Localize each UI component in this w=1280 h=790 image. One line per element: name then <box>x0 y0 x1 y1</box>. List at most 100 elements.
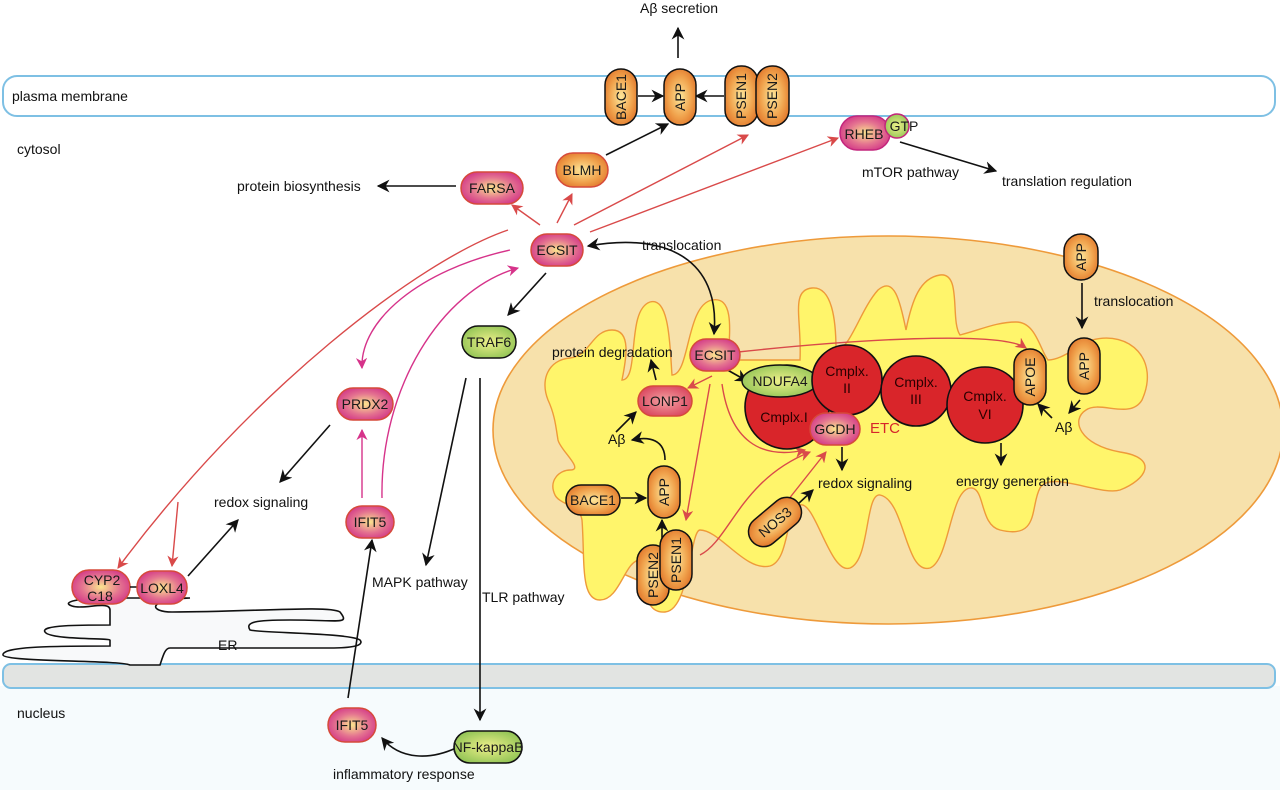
arrow-nos3-gcdh <box>787 451 827 501</box>
node-psen1-mito: PSEN1 <box>659 529 693 591</box>
node-app-inside: APP <box>1067 337 1101 395</box>
svg-text:BACE1: BACE1 <box>613 74 629 120</box>
node-farsa: FARSA <box>460 171 524 205</box>
node-traf6: TRAF6 <box>461 325 517 359</box>
node-apoe: APOE <box>1013 348 1047 406</box>
node-prdx2: PRDX2 <box>336 387 394 421</box>
svg-text:NF-kappaB: NF-kappaB <box>453 739 524 755</box>
svg-text:TRAF6: TRAF6 <box>467 334 512 350</box>
arrow-ecsit-lonp1 <box>686 375 713 389</box>
svg-text:III: III <box>910 391 922 407</box>
arrow-ecsit-cyp2c18 <box>117 229 509 569</box>
arrow-ecsit-rheb <box>589 136 840 233</box>
label-abeta-lonp1: Aβ <box>608 431 625 447</box>
node-loxl4: LOXL4 <box>136 570 188 605</box>
svg-text:BLMH: BLMH <box>563 162 602 178</box>
arrow-app-abeta <box>630 431 666 461</box>
svg-text:PRDX2: PRDX2 <box>342 396 389 412</box>
svg-text:GTP: GTP <box>890 118 919 134</box>
label-tlr-pathway: TLR pathway <box>482 589 564 605</box>
svg-text:CYP2: CYP2 <box>84 572 121 588</box>
arrow-ecsit-loxl4 <box>167 501 179 568</box>
svg-text:Cmplx.: Cmplx. <box>825 363 869 379</box>
arrow-ecsit-psen1 <box>573 134 749 226</box>
label-energy-generation: energy generation <box>956 473 1069 489</box>
svg-text:ECSIT: ECSIT <box>536 242 578 258</box>
label-mapk-pathway: MAPK pathway <box>372 574 468 590</box>
svg-text:PSEN1: PSEN1 <box>733 73 749 119</box>
label-abeta-apoe: Aβ <box>1055 419 1072 435</box>
node-gcdh: GCDH <box>809 412 861 446</box>
node-app-pm: APP <box>663 68 697 126</box>
arrow-ecsit-farsa <box>511 204 541 226</box>
arrow-loxl4-redox <box>187 519 239 577</box>
svg-text:PSEN2: PSEN2 <box>764 73 780 119</box>
label-translocation-ecsit: translocation <box>642 237 721 253</box>
svg-text:Cmplx.: Cmplx. <box>894 374 938 390</box>
node-nfkappab: NF-kappaB <box>453 730 524 764</box>
svg-text:IFIT5: IFIT5 <box>336 717 369 733</box>
arrow-ecsit-traf6 <box>507 272 547 316</box>
label-nucleus: nucleus <box>17 705 65 721</box>
node-ecsit-mito: ECSIT <box>689 338 741 372</box>
svg-text:LOXL4: LOXL4 <box>140 580 184 596</box>
arrow-blmh-app <box>605 123 670 156</box>
svg-text:APP: APP <box>1076 352 1092 380</box>
svg-text:APP: APP <box>656 478 672 506</box>
arrow-psen1-gcdh <box>699 450 812 556</box>
svg-text:C18: C18 <box>87 588 113 604</box>
node-app-outside: APP <box>1063 233 1099 281</box>
label-cytosol: cytosol <box>17 141 61 157</box>
svg-text:FARSA: FARSA <box>469 180 516 196</box>
svg-text:Cmplx.: Cmplx. <box>963 388 1007 404</box>
svg-text:II: II <box>843 380 851 396</box>
svg-text:ECSIT: ECSIT <box>694 347 736 363</box>
svg-text:BACE1: BACE1 <box>570 492 616 508</box>
svg-text:VI: VI <box>978 406 991 422</box>
complex-iii: Cmplx. III <box>880 355 952 427</box>
node-blmh: BLMH <box>555 152 609 188</box>
label-translation-regulation: translation regulation <box>1002 173 1132 189</box>
arrow-ifit5-ecsit <box>381 265 520 499</box>
arrow-rheb-mtor <box>899 141 998 174</box>
arrow-abeta-lonp1 <box>615 411 637 433</box>
label-plasma-membrane: plasma membrane <box>12 88 128 104</box>
arrow-prdx2-redox <box>279 424 331 483</box>
svg-text:LONP1: LONP1 <box>642 393 688 409</box>
node-ifit5-cytosol: IFIT5 <box>345 505 395 539</box>
node-lonp1: LONP1 <box>637 385 693 417</box>
node-psen1-pm: PSEN1 <box>724 65 759 127</box>
arrow-abeta-apoe <box>1037 403 1053 419</box>
arrow-ecsit-translocation <box>586 237 722 336</box>
svg-text:APP: APP <box>672 83 688 111</box>
nucleus-region <box>0 686 1280 790</box>
node-rheb: RHEB <box>839 115 891 151</box>
label-protein-biosynthesis: protein biosynthesis <box>237 178 361 194</box>
svg-text:PSEN1: PSEN1 <box>668 537 684 583</box>
arrow-ecsit-gcdh-1 <box>721 383 807 458</box>
label-abeta-secretion: Aβ secretion <box>640 0 718 16</box>
arrow-ecsit-psen1-mito <box>682 383 711 522</box>
svg-text:IFIT5: IFIT5 <box>354 514 387 530</box>
nuclear-envelope <box>2 663 1276 689</box>
svg-text:RHEB: RHEB <box>845 126 884 142</box>
arrow-ecsit-prdx2 <box>355 249 511 370</box>
label-mtor-pathway: mTOR pathway <box>862 164 959 180</box>
svg-text:GCDH: GCDH <box>814 421 855 437</box>
endoplasmic-reticulum <box>2 597 362 666</box>
arrow-traf6-mapk <box>422 377 467 567</box>
label-inflammatory-response: inflammatory response <box>333 766 475 782</box>
node-ifit5-nucleus: IFIT5 <box>327 707 377 743</box>
label-translocation-app: translocation <box>1094 293 1173 309</box>
arrow-nos3-redox <box>796 489 814 506</box>
svg-text:NDUFA4: NDUFA4 <box>752 373 807 389</box>
arrow-ifit5-nuc-ifit5-cyto <box>347 538 377 699</box>
svg-text:Cmplx.I: Cmplx.I <box>760 409 807 425</box>
arrow-ecsit-blmh <box>556 193 573 224</box>
svg-text:APP: APP <box>1073 243 1089 271</box>
node-cyp2c18: CYP2 C18 <box>71 569 131 605</box>
complex-vi: Cmplx. VI <box>946 366 1024 444</box>
node-bace1-mito: BACE1 <box>565 484 621 516</box>
node-app-mito: APP <box>647 465 681 519</box>
